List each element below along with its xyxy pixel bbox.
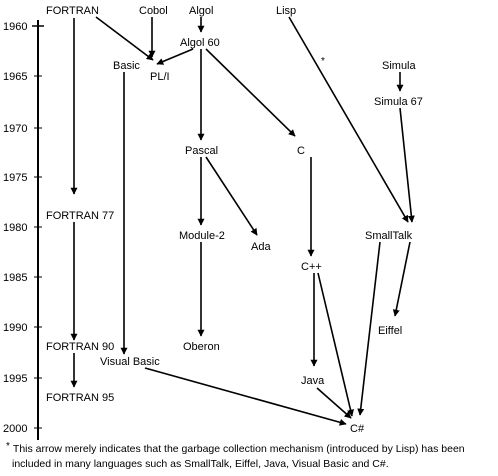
footnote-text-1: This arrow merely indicates that the gar… — [12, 443, 465, 455]
node-cpp: C++ — [301, 261, 322, 273]
node-lisp: Lisp — [276, 5, 296, 17]
year-label-1980: 1980 — [3, 222, 27, 234]
node-simula67: Simula 67 — [374, 96, 423, 108]
node-eiffel: Eiffel — [378, 325, 402, 337]
arrow-pascal-to-ada — [205, 156, 258, 236]
arrow-algol60-to-pli — [156, 48, 194, 65]
year-label-1965: 1965 — [3, 71, 27, 83]
node-fortran95: FORTRAN 95 — [46, 392, 114, 404]
footnote-asterisk: * — [6, 441, 10, 452]
node-fortran90: FORTRAN 90 — [46, 341, 114, 353]
footnote-line-1: *This arrow merely indicates that the ga… — [6, 441, 492, 457]
footnote-line-2: included in many languages such as Small… — [6, 457, 492, 471]
footnote-text-2: included in many languages such as Small… — [12, 458, 389, 470]
arrow-lisp-to-smalltalk-gc — [288, 16, 409, 223]
node-smalltalk: SmallTalk — [365, 230, 413, 242]
arrow-simula67-to-smalltalk — [399, 107, 415, 223]
node-module2: Module-2 — [179, 230, 225, 242]
influence-arrows — [70, 16, 415, 426]
node-pli: PL/I — [150, 71, 170, 83]
footnote: *This arrow merely indicates that the ga… — [6, 441, 492, 471]
node-fortran77: FORTRAN 77 — [46, 210, 114, 222]
node-algol60: Algol 60 — [180, 37, 220, 49]
year-label-1960: 1960 — [3, 21, 27, 33]
node-algol: Algol — [189, 5, 213, 17]
year-label-1990: 1990 — [3, 322, 27, 334]
arrow-java-to-csharp — [316, 387, 352, 419]
arrow-smalltalk-to-csharp — [357, 241, 381, 416]
arrow-algol60-to-c — [205, 48, 296, 137]
node-java: Java — [301, 375, 325, 387]
node-oberon: Oberon — [183, 341, 220, 353]
arrow-cpp-to-csharp — [317, 272, 354, 417]
year-label-2000: 2000 — [3, 423, 27, 435]
year-label-1985: 1985 — [3, 272, 27, 284]
node-c: C — [297, 145, 305, 157]
node-ada: Ada — [251, 241, 271, 253]
gc-arrow-asterisk: * — [321, 56, 325, 67]
node-pascal: Pascal — [185, 145, 218, 157]
node-simula: Simula — [382, 60, 417, 72]
language-nodes: FORTRAN Cobol Algol Lisp Algol 60 Basic … — [46, 5, 423, 435]
arrow-visualbasic-to-csharp — [144, 367, 347, 426]
node-fortran: FORTRAN — [46, 5, 99, 17]
year-label-1975: 1975 — [3, 172, 27, 184]
node-cobol: Cobol — [139, 5, 168, 17]
node-csharp: C# — [350, 423, 365, 435]
year-label-1995: 1995 — [3, 373, 27, 385]
timeline-axis: 1960 1965 1970 1975 1980 1985 1990 1995 … — [3, 20, 44, 440]
year-label-1970: 1970 — [3, 123, 27, 135]
node-basic: Basic — [113, 60, 140, 72]
node-visualbasic: Visual Basic — [100, 356, 160, 368]
arrow-smalltalk-to-eiffel — [392, 241, 411, 317]
arrow-fortran-to-pli — [95, 16, 154, 61]
